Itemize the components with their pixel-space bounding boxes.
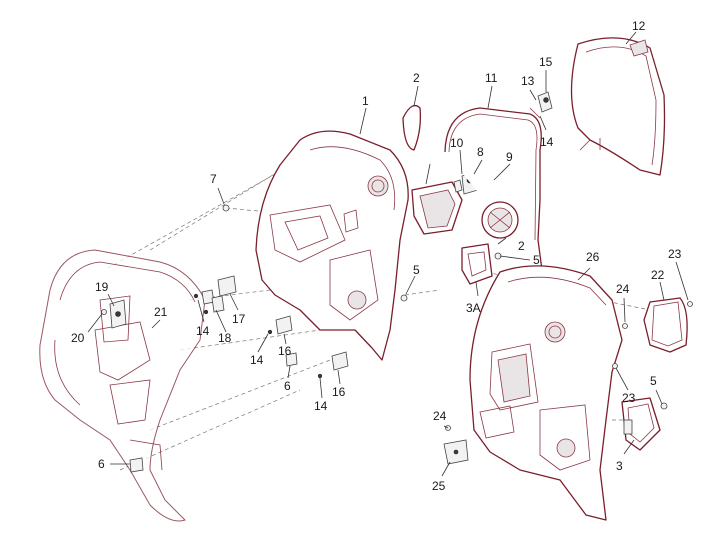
round-cap-part-2 (481, 201, 519, 239)
bracket-part-3a (461, 243, 493, 285)
callout-24-right: 24 (616, 282, 630, 296)
callout-24-left: 24 (433, 409, 447, 423)
callout-2-lower: 2 (518, 239, 525, 253)
callout-12: 12 (632, 19, 646, 33)
plate-part-25 (443, 439, 469, 465)
callout-14-top: 14 (540, 135, 554, 149)
front-shield-frame-part-21 (39, 249, 206, 522)
callout-10: 10 (450, 136, 464, 150)
callout-7: 7 (210, 172, 217, 186)
callout-16-right: 16 (332, 385, 346, 399)
callout-13: 13 (521, 74, 535, 88)
callout-17: 17 (232, 312, 246, 326)
callout-3a: 3A (466, 301, 481, 315)
callout-23-top: 23 (668, 247, 682, 261)
callout-20: 20 (71, 331, 85, 345)
callout-14-left: 14 (196, 324, 210, 338)
callout-21: 21 (154, 305, 168, 319)
leg-shield-back-part-1 (255, 130, 409, 361)
callout-9: 9 (506, 150, 513, 164)
callout-16-left: 16 (278, 344, 292, 358)
callout-25: 25 (432, 479, 446, 493)
screw-parts-5 (400, 252, 668, 410)
callout-5-left: 5 (413, 263, 420, 277)
callout-6-mid: 6 (284, 379, 291, 393)
callout-14-mid: 14 (250, 353, 264, 367)
small-fasteners-23-24 (445, 301, 693, 431)
callout-labels: 1 2 10 8 9 11 15 13 14 12 7 2 5 3A 5 26 … (71, 19, 682, 493)
hook-parts-13-15 (529, 91, 553, 119)
callout-26: 26 (586, 250, 600, 264)
callout-22: 22 (651, 268, 665, 282)
clip-parts-16-6 (267, 315, 349, 379)
seal-part-11 (444, 107, 543, 271)
leader-lines (87, 31, 689, 477)
clip-part-6-lower (129, 457, 144, 473)
glove-box-tray-part-4 (411, 181, 463, 235)
callout-1: 1 (362, 94, 369, 108)
rear-leg-shield-part-26 (469, 265, 623, 521)
callout-5-right: 5 (650, 374, 657, 388)
small-panel-part-22 (643, 297, 688, 353)
callout-14-bottom: 14 (314, 399, 328, 413)
callout-6-bottom: 6 (98, 457, 105, 471)
upper-cover-part-12 (570, 37, 666, 176)
lens-part-2 (402, 104, 422, 151)
callout-11: 11 (485, 71, 498, 85)
callout-15: 15 (539, 55, 553, 69)
screw-part-7 (222, 204, 230, 212)
callout-5-center: 5 (533, 253, 540, 267)
bracket-part-3 (621, 397, 661, 451)
clip-parts-14-17-18 (193, 275, 237, 315)
callout-2-upper: 2 (413, 71, 420, 85)
callout-19: 19 (95, 280, 109, 294)
callout-8: 8 (477, 145, 484, 159)
callout-18: 18 (218, 331, 232, 345)
lock-bracket-parts-19-20 (101, 299, 127, 329)
callout-23-bottom: 23 (622, 391, 636, 405)
callout-3: 3 (616, 459, 623, 473)
